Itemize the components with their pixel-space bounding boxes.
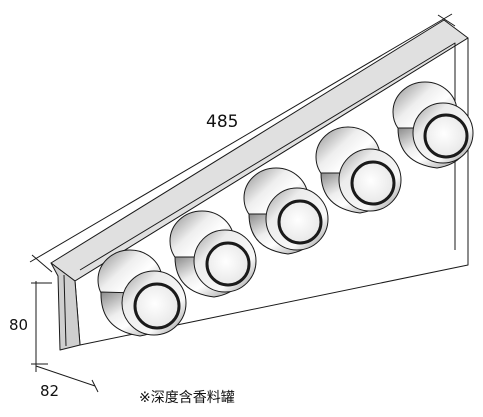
holder-4-cap-ring (350, 160, 396, 206)
depth-dimension-label: 82 (40, 382, 60, 400)
holder-2 (169, 210, 257, 298)
holder-4 (315, 126, 402, 214)
width-dimension-label: 485 (206, 112, 239, 132)
depth-note: ※深度含香料罐 (139, 390, 235, 406)
depth-dimension-line (35, 365, 96, 387)
width-extension-left (31, 254, 53, 273)
width-dimension-line (29, 13, 453, 263)
holder-1-cap-ring (133, 282, 181, 330)
holder-3-cap-ring (277, 199, 323, 245)
holder-5-cap-ring (423, 113, 469, 159)
holder-5 (392, 81, 474, 169)
holder-1 (97, 249, 187, 337)
holder-3 (243, 167, 329, 255)
holders (97, 81, 474, 337)
width-extension-right (437, 14, 456, 27)
height-dimension-label: 80 (9, 316, 29, 334)
depth-extension-right (91, 379, 99, 393)
rail-inner-line (79, 42, 456, 271)
dimension-lines (29, 13, 456, 393)
rail-left-end (50, 262, 81, 351)
rail-left-edge (63, 274, 67, 347)
holder-2-cap-ring (205, 241, 251, 287)
